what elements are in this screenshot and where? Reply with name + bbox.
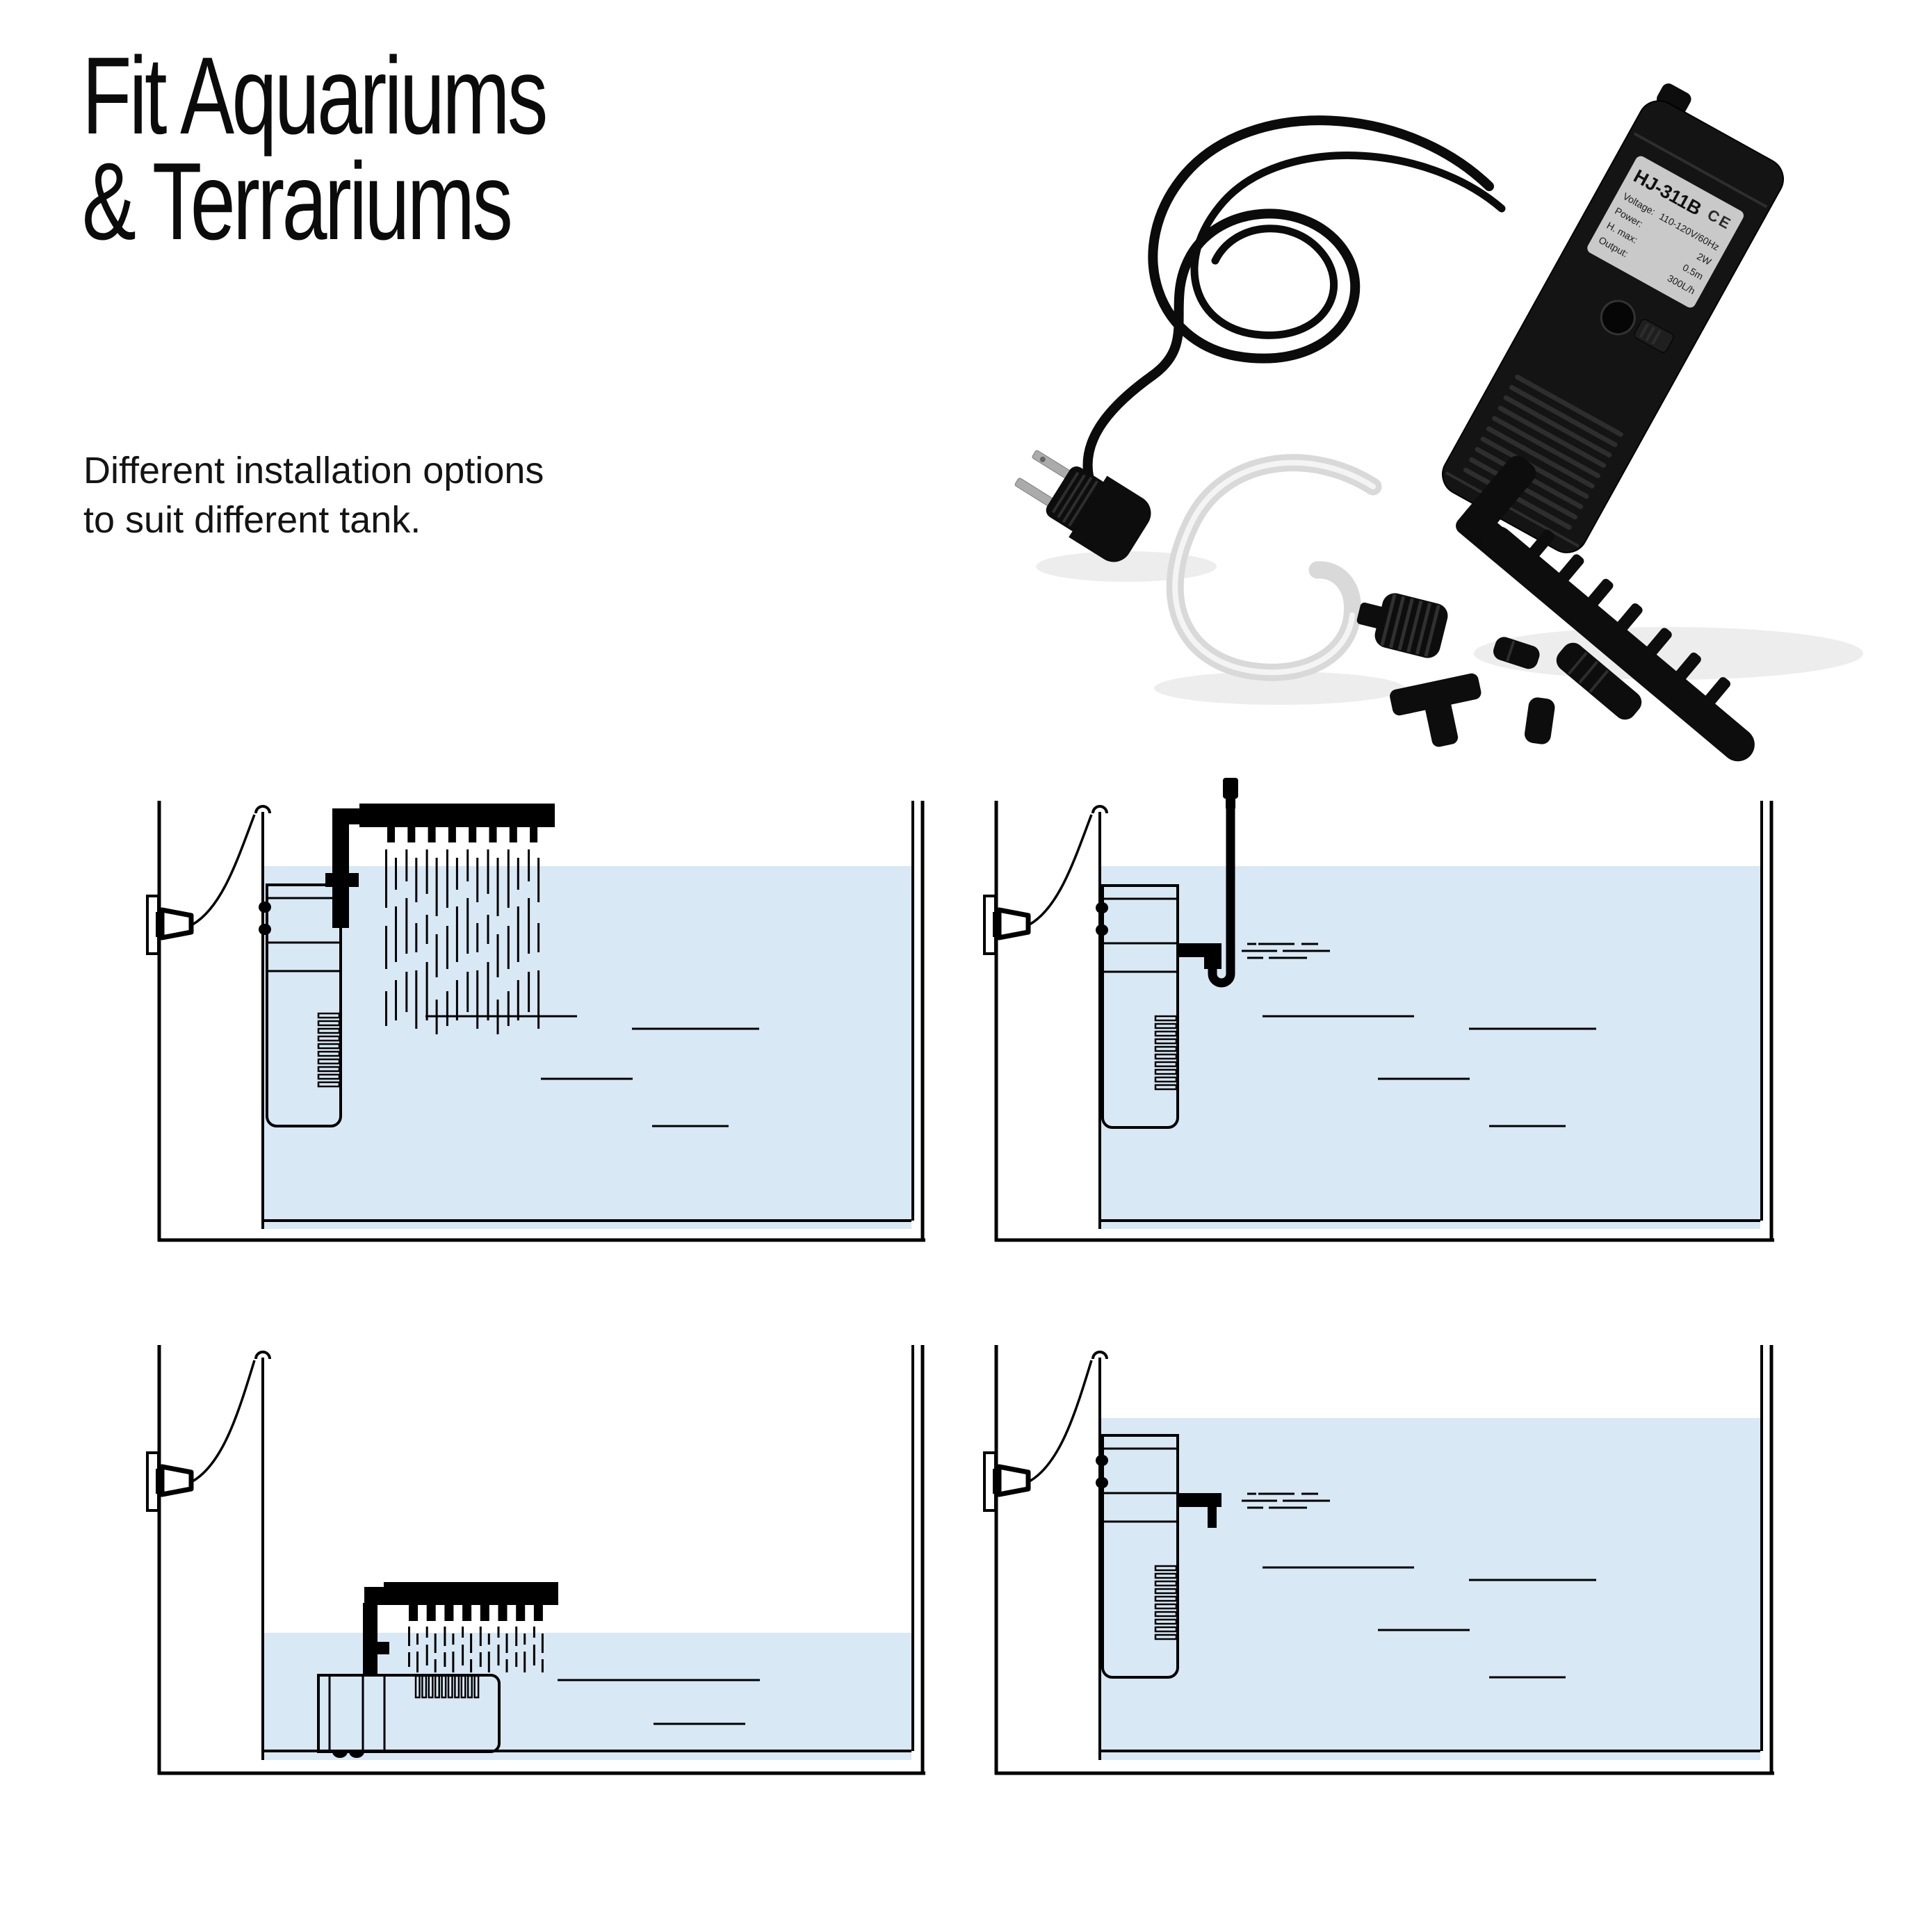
water-current-lines [425,1015,759,1127]
title-line-2: & Terrariums [82,140,513,263]
power-cable [1082,115,1506,495]
device-label: HJ-311B CE Voltage: 110-120V/60Hz Power:… [1587,156,1744,308]
power-plug-mount [146,814,256,955]
surface-ripples [1242,1492,1330,1509]
spray-nozzles [409,1605,543,1621]
suction-cup [1096,924,1108,936]
spray-streams [408,1627,544,1672]
page-subtitle: Different installation options to suit d… [83,446,544,545]
spray-bar-nozzles [1529,529,1730,706]
suction-cup [259,902,271,913]
product-photo: HJ-311B CE Voltage: 110-120V/60Hz Power:… [1014,83,1863,762]
filter-device: HJ-311B CE Voltage: 110-120V/60Hz Power:… [1442,83,1784,553]
tank-walls [994,1345,1774,1775]
intake-grille [1154,1015,1178,1091]
plug-grip [1046,466,1107,532]
fittings [1390,637,1642,747]
plug-prong-hole [1039,456,1046,462]
spray-bar [363,1582,558,1677]
intake-grille [317,1012,341,1088]
water [1101,1418,1760,1760]
power-cord [1029,1360,1093,1483]
hose-connector [1356,593,1448,658]
tank-diagram-top-right [983,778,1774,1242]
title-line-1: Fit Aquariums [82,35,548,157]
outlet-with-air-intake [1178,778,1238,988]
tank-walls [994,801,1774,1242]
water [263,1633,911,1760]
tank-walls [157,1345,925,1775]
plug-body [1069,475,1151,562]
water [1101,866,1760,1229]
surface-ripples [1242,943,1330,959]
filter-unit [259,883,342,1127]
tank-diagram-bottom-left [146,1345,925,1775]
power-plug-mount [983,1360,1093,1512]
filter-unit-horizontal [317,1674,501,1758]
t-connector [1390,673,1482,747]
tank-walls [157,801,925,1242]
subtitle-line-2: to suit different tank. [83,499,421,541]
spray-nozzles [387,827,538,842]
tank-diagram-top-left [146,801,925,1242]
spray-bar [325,804,555,928]
riser-pipe [363,1603,378,1677]
subtitle-line-1: Different installation options [83,450,544,491]
power-cord [192,1360,256,1483]
water [263,866,911,1229]
suction-cup [1096,902,1108,913]
air-intake-cap [1223,778,1238,799]
spray-streams [385,849,540,1051]
water-current-lines [1263,1566,1596,1679]
suction-cup [1096,1455,1108,1466]
filter-unit [1096,884,1179,1129]
nozzle-adapter [1493,637,1540,669]
intake-grille [1154,1565,1178,1640]
airline-tube [1166,454,1448,681]
tank-diagram-bottom-right [983,1345,1774,1775]
power-plug [1014,450,1151,562]
suction-cup [349,1752,364,1758]
power-cord [192,814,256,926]
water-current-lines [1263,1015,1596,1127]
tube-shadow [1154,671,1404,705]
filter-unit [1096,1434,1179,1679]
spray-bar-accessory [1456,455,1755,762]
flow-knob [1600,300,1636,336]
power-plug-mount [983,814,1093,955]
power-plug-mount [146,1360,256,1512]
suction-cup [1096,1477,1108,1488]
outlet-nozzle [1178,1493,1221,1528]
suction-cup [332,1752,348,1758]
intake-grille [414,1675,480,1699]
suction-cup [259,924,271,935]
riser-pipe [332,808,349,928]
intake-strainer [1556,642,1642,720]
page-title: Fit Aquariums & Terrariums [82,35,548,263]
water-current-lines [558,1679,760,1725]
power-cord [1029,814,1093,926]
nozzle-adapter [1524,697,1555,744]
air-intake-tube [1208,808,1235,988]
outlet-nozzle [1178,943,1221,957]
